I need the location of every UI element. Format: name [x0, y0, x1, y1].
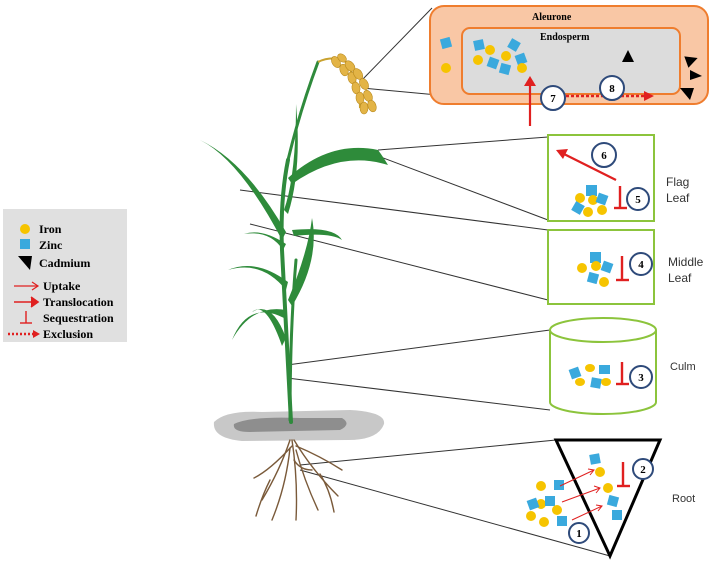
- flag-leaf-label-line2: Leaf: [666, 191, 690, 205]
- legend-cadmium-label: Cadmium: [39, 256, 90, 270]
- sequestration-icon: [616, 256, 629, 282]
- sequestration-legend-icon: [20, 311, 32, 324]
- step-1-number: 1: [576, 528, 582, 540]
- translocation-legend-icon: [14, 296, 40, 308]
- grain-panel: Aleurone Endosperm: [429, 5, 709, 126]
- uptake-legend-icon: [14, 281, 40, 291]
- culm-label: Culm: [670, 361, 696, 373]
- culm-metals: [568, 364, 611, 389]
- flag-leaf-metals: [571, 185, 609, 217]
- uptake-arrows: [559, 468, 603, 521]
- sequestration-icon: [614, 186, 627, 210]
- legend-translocation-label: Translocation: [43, 295, 114, 309]
- middle-leaf-label-line2: Leaf: [668, 271, 692, 285]
- root-outer-metals: [526, 480, 567, 527]
- legend-exclusion-label: Exclusion: [43, 327, 93, 341]
- root-inner-metals: [589, 453, 622, 520]
- rice-plant: [200, 53, 388, 521]
- step-7-badge: 7: [540, 85, 566, 111]
- cadmium-icon: [684, 56, 698, 68]
- step-4-number: 4: [638, 259, 644, 271]
- zinc-icon: [439, 36, 453, 50]
- step-1-badge: 1: [568, 522, 590, 544]
- cadmium-icon: [680, 88, 694, 100]
- step-5-badge: 5: [626, 187, 650, 211]
- step-6-number: 6: [601, 150, 607, 162]
- sequestration-icon: [617, 462, 630, 488]
- cadmium-icon: [622, 50, 634, 62]
- legend: Iron Zinc Cadmium Uptake Translocation S…: [3, 209, 127, 342]
- cadmium-icon: [690, 70, 702, 80]
- legend-uptake-label: Uptake: [43, 279, 81, 293]
- exclusion-legend-icon: [8, 330, 40, 338]
- step-3-badge: 3: [629, 365, 653, 389]
- step-3-number: 3: [638, 372, 644, 384]
- step-7-number: 7: [550, 93, 556, 105]
- middle-leaf-metals: [577, 252, 614, 287]
- step-circles: 1 2 3 4 5 6 7 8: [540, 75, 654, 544]
- aleurone-label: Aleurone: [532, 12, 572, 23]
- step-6-badge: 6: [591, 142, 617, 168]
- iron-legend-icon: [20, 224, 30, 234]
- step-4-badge: 4: [629, 252, 653, 276]
- step-2-number: 2: [640, 464, 646, 476]
- legend-iron-label: Iron: [39, 222, 62, 236]
- iron-icon: [441, 63, 451, 73]
- zinc-legend-icon: [20, 239, 30, 249]
- root-label: Root: [672, 493, 695, 505]
- culm-cylinder-top: [549, 317, 657, 343]
- grain-metals: [473, 38, 528, 76]
- step-5-number: 5: [635, 194, 641, 206]
- legend-zinc-label: Zinc: [39, 238, 63, 252]
- endosperm-label: Endosperm: [540, 32, 590, 43]
- step-8-badge: 8: [599, 75, 625, 101]
- translocation-arrow: [524, 76, 536, 126]
- step-2-badge: 2: [632, 458, 654, 480]
- legend-sequestration-label: Sequestration: [43, 311, 114, 325]
- sequestration-icon: [616, 362, 629, 386]
- middle-leaf-label-line1: Middle: [668, 255, 704, 269]
- cadmium-legend-icon: [18, 256, 32, 270]
- flag-leaf-label-line1: Flag: [666, 175, 689, 189]
- translocation-arrow: [556, 149, 617, 181]
- culm-panel: [549, 317, 657, 415]
- step-8-number: 8: [609, 83, 615, 95]
